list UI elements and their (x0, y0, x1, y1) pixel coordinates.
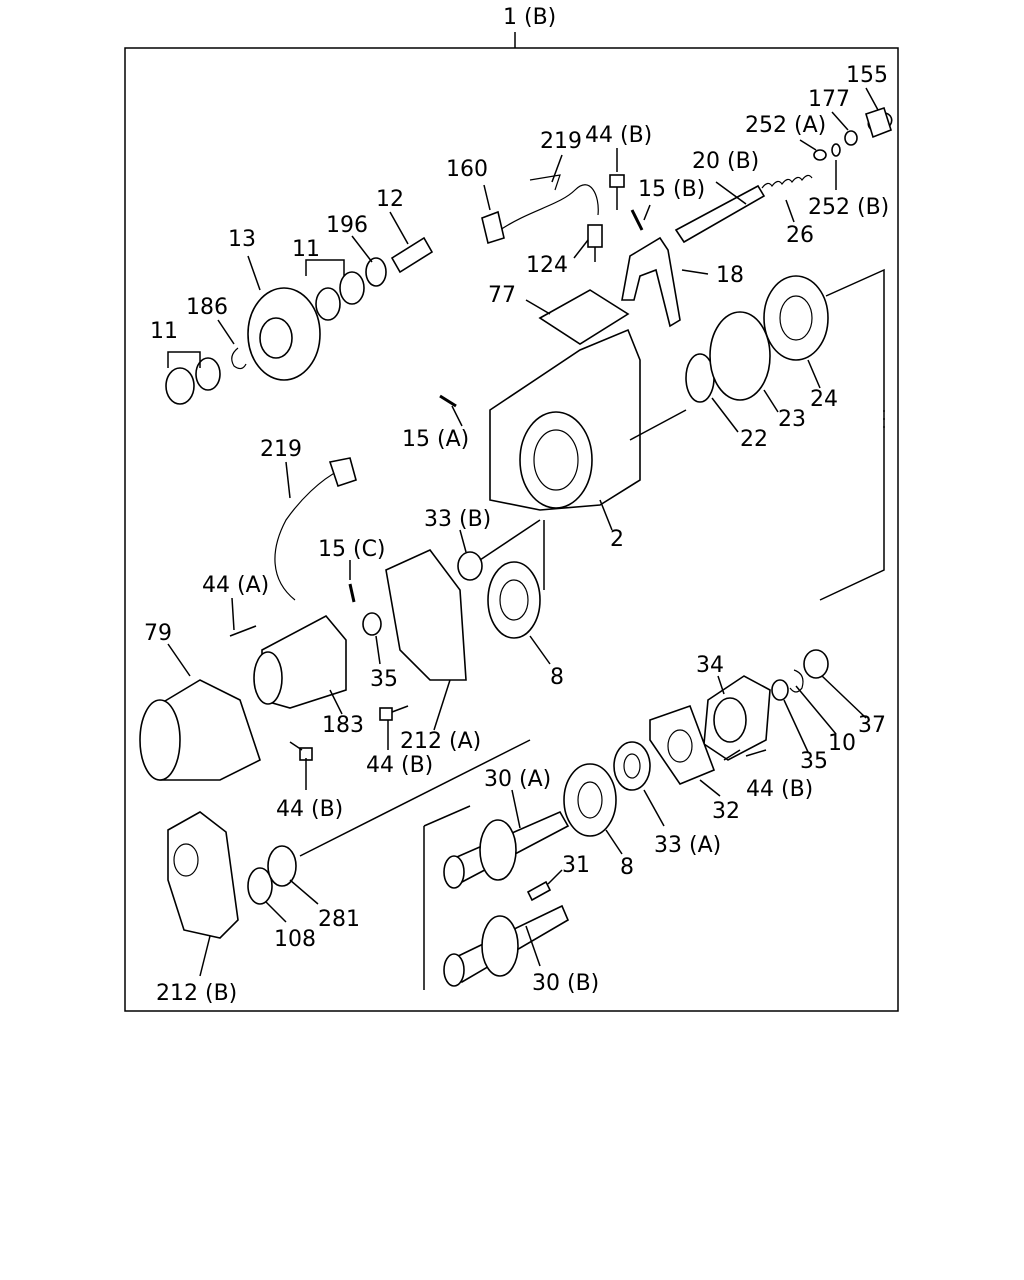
label-34: 34 (696, 653, 724, 678)
label-44b-left: 44 (B) (276, 797, 343, 822)
label-219-mid: 219 (260, 437, 302, 462)
label-30a: 30 (A) (484, 767, 551, 792)
label-183: 183 (322, 713, 364, 738)
label-11-lower: 11 (150, 319, 178, 344)
label-22: 22 (740, 427, 768, 452)
label-44b-right: 44 (B) (746, 777, 813, 802)
label-15a: 15 (A) (402, 427, 469, 452)
label-20b: 20 (B) (692, 149, 759, 174)
label-108: 108 (274, 927, 316, 952)
label-2: 2 (610, 527, 624, 552)
label-79: 79 (144, 621, 172, 646)
label-196: 196 (326, 213, 368, 238)
label-33b: 33 (B) (424, 507, 491, 532)
label-124: 124 (526, 253, 568, 278)
label-18: 18 (716, 263, 744, 288)
label-12: 12 (376, 187, 404, 212)
label-26: 26 (786, 223, 814, 248)
parts-artwork (139, 106, 893, 987)
label-77: 77 (488, 283, 516, 308)
label-212a: 212 (A) (400, 729, 481, 754)
label-23: 23 (778, 407, 806, 432)
label-10: 10 (828, 731, 856, 756)
diagram-frame (124, 47, 899, 1012)
label-252b: 252 (B) (808, 195, 889, 220)
alignment-lines (299, 268, 885, 990)
label-31: 31 (562, 853, 590, 878)
label-155: 155 (846, 63, 888, 88)
label-186: 186 (186, 295, 228, 320)
label-35-left: 35 (370, 667, 398, 692)
part-labels: 155 177 252 (A) 252 (B) 44 (B) 219 160 2… (144, 63, 889, 1006)
label-44a: 44 (A) (202, 573, 269, 598)
label-212b: 212 (B) (156, 981, 237, 1006)
assembly-label: 1 (B) (503, 5, 556, 30)
label-281: 281 (318, 907, 360, 932)
label-15c: 15 (C) (318, 537, 386, 562)
label-13: 13 (228, 227, 256, 252)
label-160: 160 (446, 157, 488, 182)
label-44b-top: 44 (B) (585, 123, 652, 148)
label-24: 24 (810, 387, 838, 412)
label-37: 37 (858, 713, 886, 738)
label-8-upper: 8 (550, 665, 564, 690)
label-30b: 30 (B) (532, 971, 599, 996)
label-15b: 15 (B) (638, 177, 705, 202)
leader-lines (167, 87, 879, 977)
label-177: 177 (808, 87, 850, 112)
label-33a: 33 (A) (654, 833, 721, 858)
label-8-lower: 8 (620, 855, 634, 880)
label-219-top: 219 (540, 129, 582, 154)
label-44b-mid: 44 (B) (366, 753, 433, 778)
label-252a: 252 (A) (745, 113, 826, 138)
label-32: 32 (712, 799, 740, 824)
label-35-right: 35 (800, 749, 828, 774)
label-11-upper: 11 (292, 237, 320, 262)
